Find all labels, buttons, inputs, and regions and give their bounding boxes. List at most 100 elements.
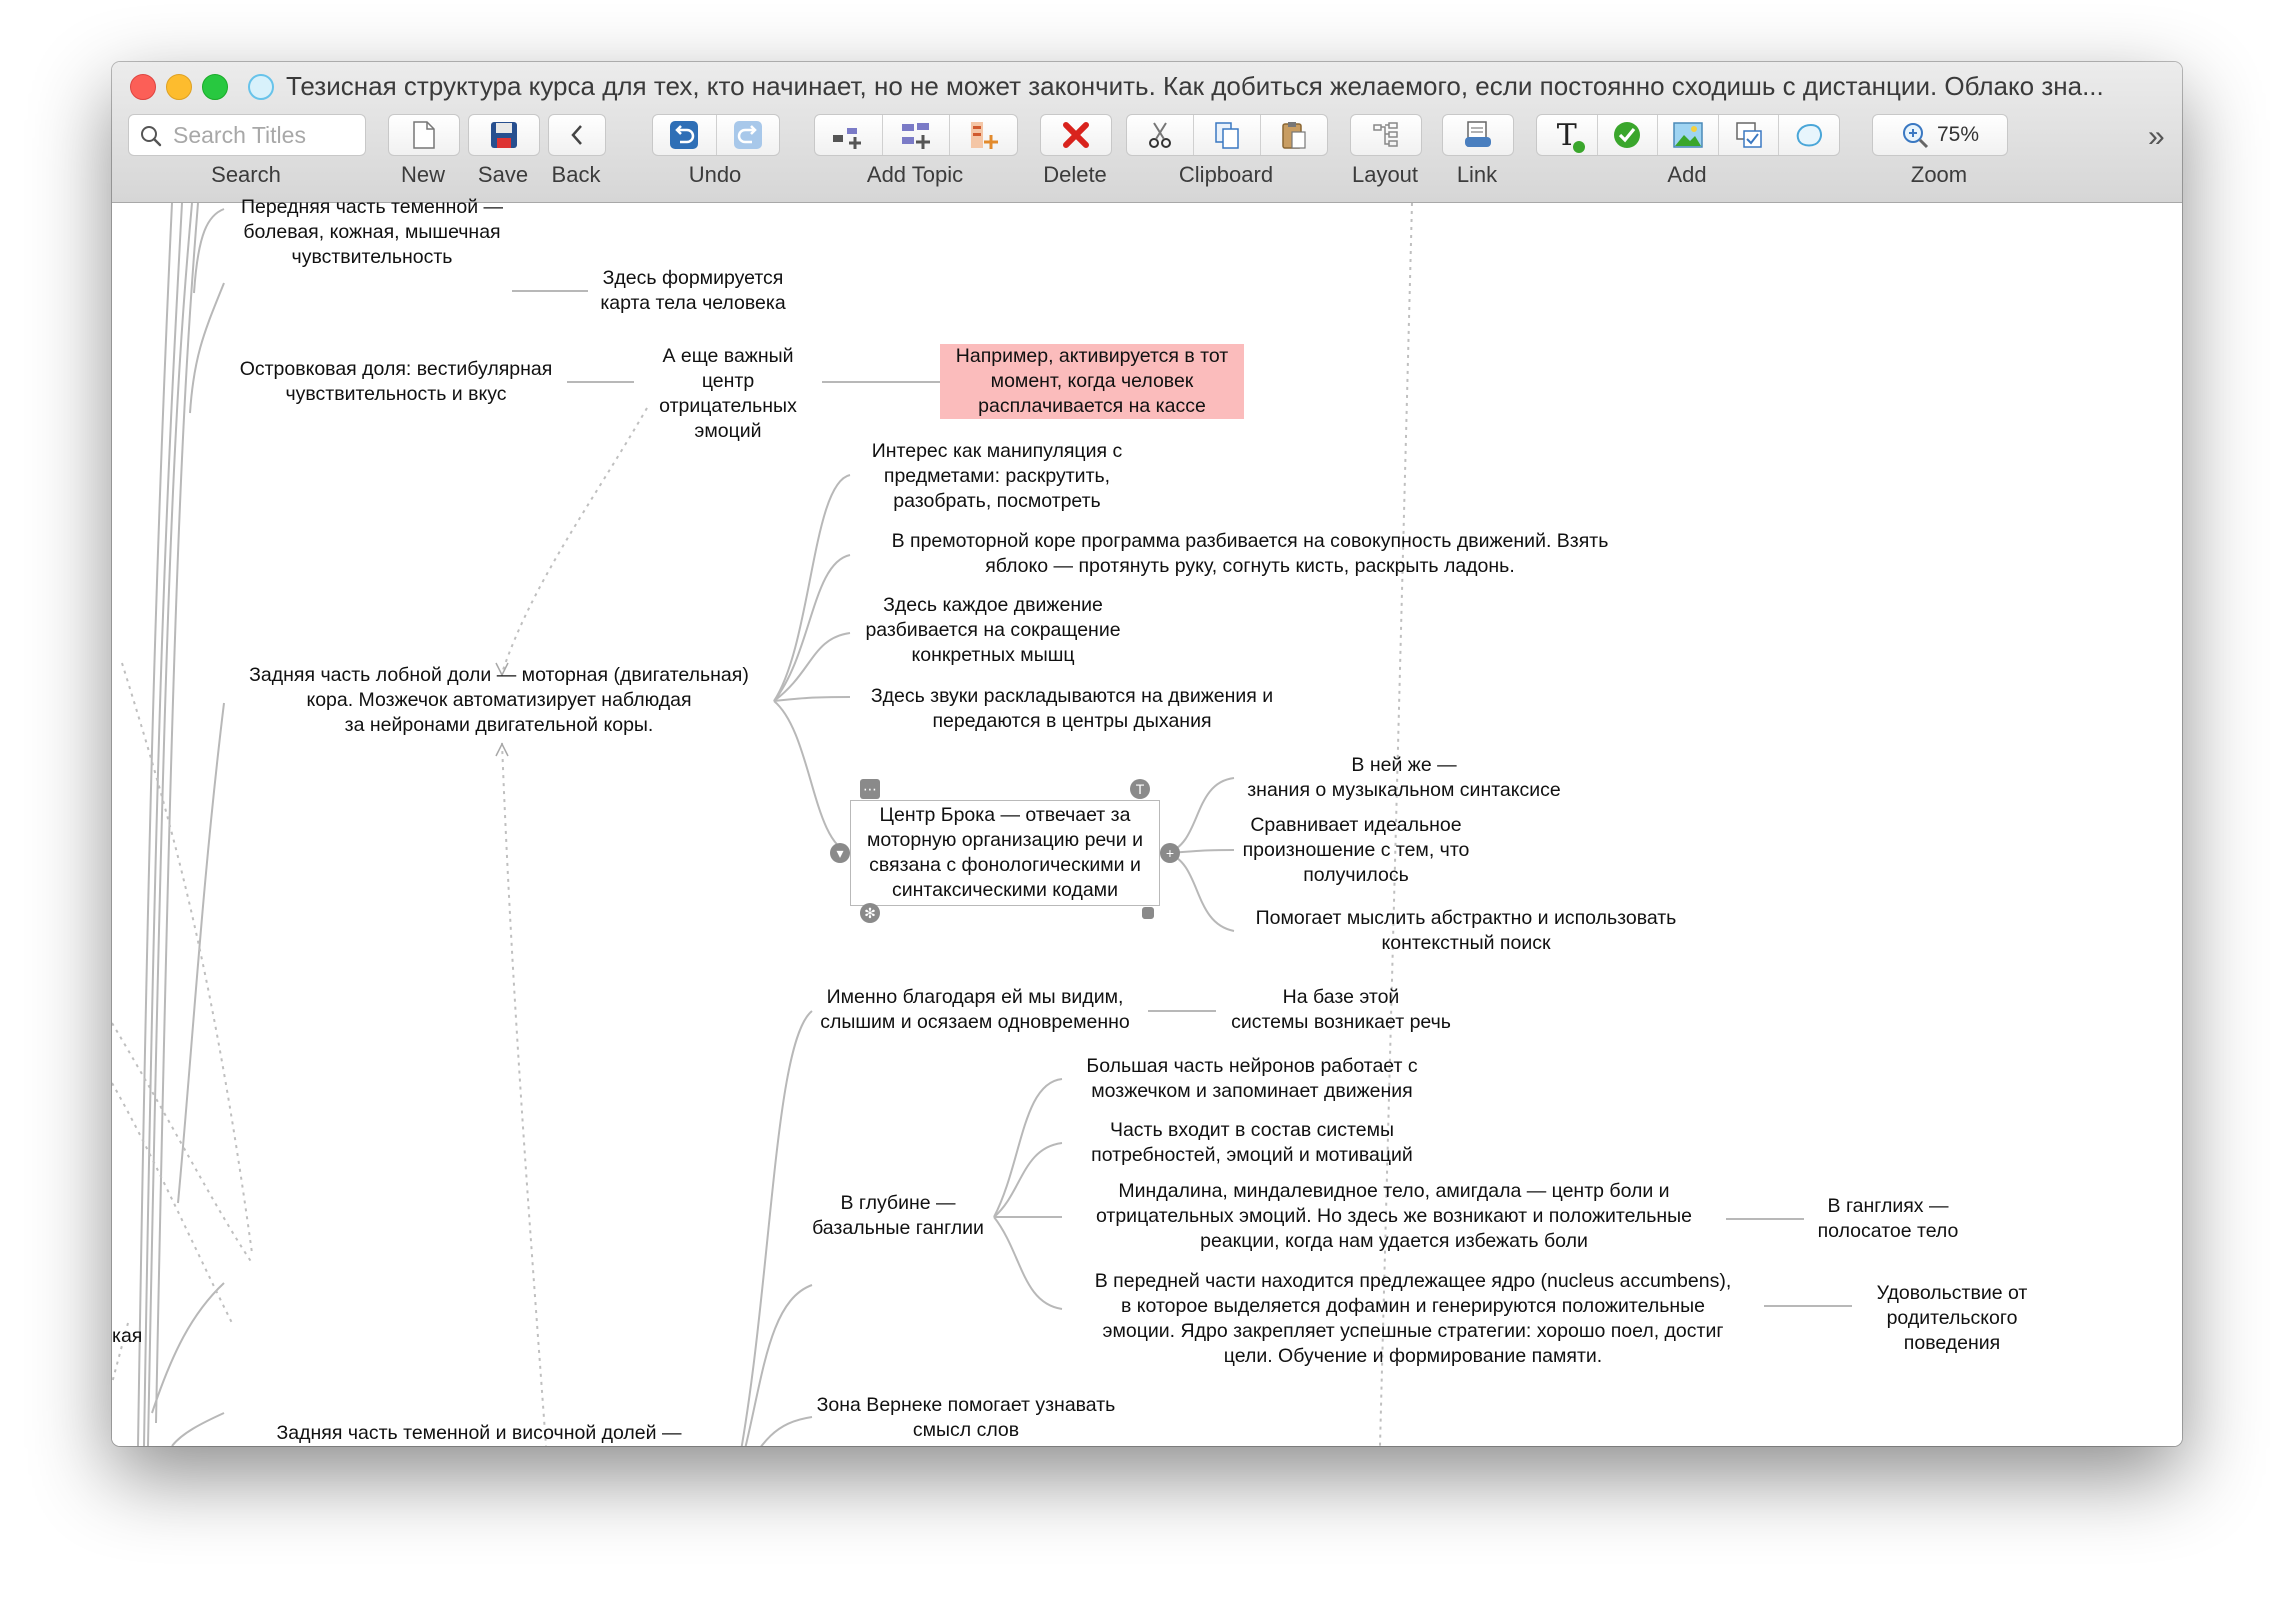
node-resize-handle-icon[interactable] — [1142, 907, 1154, 919]
layout-button[interactable] — [1350, 114, 1422, 156]
close-window-button[interactable] — [130, 74, 156, 100]
node-sounds-breathing[interactable]: Здесь звуки раскладываются на движения и… — [850, 684, 1294, 734]
delete-button[interactable] — [1040, 114, 1112, 156]
add-task-button[interactable] — [1598, 115, 1659, 155]
collapse-triangle-icon[interactable]: ▾ — [830, 843, 850, 863]
node-label: Часть входит в состав системы потребност… — [1091, 1119, 1413, 1166]
toolbar-overflow-chevron-icon[interactable]: » — [2148, 120, 2165, 153]
node-needs-system[interactable]: Часть входит в состав системы потребност… — [1062, 1118, 1442, 1168]
link-label: Link — [1456, 162, 1498, 187]
node-speech-arises[interactable]: На базе этой системы возникает речь — [1216, 985, 1466, 1035]
search-field[interactable] — [128, 114, 366, 156]
node-see-hear-touch[interactable]: Именно благодаря ей мы видим, слышим и о… — [802, 985, 1148, 1035]
add-child-topic-icon — [902, 123, 930, 149]
node-text-format-icon[interactable]: T — [1130, 779, 1150, 799]
mindmap-canvas[interactable]: Передняя часть теменной — болевая, кожна… — [112, 196, 2182, 1446]
node-nucleus-accumbens[interactable]: В передней части находится предлежащее я… — [1062, 1269, 1764, 1369]
node-cerebellum-neurons[interactable]: Большая часть нейронов работает с мозжеч… — [1062, 1054, 1442, 1104]
undo-button[interactable] — [653, 115, 717, 155]
node-body-map[interactable]: Здесь формируется карта тела человека — [588, 266, 798, 316]
zoom-control[interactable]: 75% — [1872, 114, 2008, 156]
node-parietal-temporal[interactable]: Задняя часть теменной и височной долей —… — [224, 1421, 734, 1446]
add-sibling-topic-button[interactable] — [815, 115, 883, 155]
node-gear-icon[interactable]: ✻ — [860, 903, 880, 923]
node-label: Здесь каждое движение разбивается на сок… — [865, 594, 1121, 666]
node-interest-manipulation[interactable]: Интерес как манипуляция с предметами: ра… — [850, 439, 1144, 514]
copy-button[interactable] — [1194, 115, 1261, 155]
back-label: Back — [551, 162, 601, 187]
save-label: Save — [477, 162, 529, 187]
node-label: Центр Брока — отвечает за моторную орган… — [867, 804, 1143, 901]
node-muscle-contraction[interactable]: Здесь каждое движение разбивается на сок… — [850, 593, 1136, 668]
add-text-button[interactable]: T — [1537, 115, 1598, 155]
save-button[interactable] — [468, 114, 540, 156]
new-label: New — [400, 162, 445, 187]
add-topic-label: Add Topic — [866, 162, 964, 187]
node-label: Сравнивает идеальное произношение с тем,… — [1242, 814, 1470, 886]
zoom-label: Zoom — [1910, 162, 1968, 187]
node-label: Здесь формируется карта тела человека — [600, 267, 786, 314]
node-broca[interactable]: Центр Брока — отвечает за моторную орган… — [850, 800, 1160, 906]
node-parental-approval[interactable]: Удовольствие от родительского поведения — [1852, 1281, 2052, 1356]
add-label: Add — [1667, 162, 1707, 187]
paste-button[interactable] — [1261, 115, 1327, 155]
node-insular[interactable]: Островковая доля: вестибулярная чувствит… — [224, 357, 568, 407]
node-example-checkout[interactable]: Например, активируется в тот момент, ког… — [940, 344, 1244, 419]
document-icon — [248, 74, 274, 100]
link-document-icon — [1465, 121, 1491, 147]
search-input[interactable] — [171, 119, 361, 151]
undo-label: Undo — [688, 162, 742, 187]
node-notes-icon[interactable]: ⋯ — [860, 779, 880, 799]
node-striatum[interactable]: В ганглиях — полосатое тело — [1804, 1194, 1972, 1244]
add-topic-group — [814, 114, 1018, 156]
back-button[interactable] — [548, 114, 606, 156]
new-button[interactable] — [388, 114, 460, 156]
add-sibling-topic-icon — [833, 128, 862, 149]
redo-button[interactable] — [717, 115, 780, 155]
node-emotions-center[interactable]: А еще важный центр отрицательных эмоций — [634, 344, 822, 444]
node-music-syntax[interactable]: В ней же — знания о музыкальном синтакси… — [1234, 753, 1574, 803]
undo-redo-group — [652, 114, 780, 156]
node-label: Здесь звуки раскладываются на движения и… — [870, 685, 1274, 732]
node-frontal-motor[interactable]: Задняя часть лобной доли — моторная (дви… — [224, 663, 774, 738]
node-compare-pronunciation[interactable]: Сравнивает идеальное произношение с тем,… — [1234, 813, 1478, 888]
cut-button[interactable] — [1127, 115, 1194, 155]
node-premotor[interactable]: В премоторной коре программа разбивается… — [850, 529, 1650, 579]
titlebar-toolbar: Тезисная структура курса для тех, кто на… — [112, 62, 2182, 203]
node-label: Именно благодаря ей мы видим, слышим и о… — [820, 986, 1130, 1033]
node-root-fragment[interactable]: кая — [112, 1324, 142, 1349]
search-label: Search — [211, 162, 281, 187]
node-label: В ней же — знания о музыкальном синтакси… — [1247, 754, 1561, 801]
node-label: Интерес как манипуляция с предметами: ра… — [871, 440, 1123, 512]
window-title: Тезисная структура курса для тех, кто на… — [286, 71, 2104, 101]
link-button[interactable] — [1442, 114, 1514, 156]
node-amygdala[interactable]: Миндалина, миндалевидное тело, амигдала … — [1062, 1179, 1726, 1254]
delete-x-icon — [1063, 122, 1089, 148]
scissors-icon — [1149, 122, 1171, 148]
node-label: Удовольствие от родительского поведения — [1876, 1282, 2028, 1354]
add-image-button[interactable] — [1658, 115, 1719, 155]
node-wernicke[interactable]: Зона Вернеке помогает узнавать смысл сло… — [802, 1393, 1130, 1443]
add-boundary-button[interactable] — [1779, 115, 1839, 155]
node-label: В ганглиях — полосатое тело — [1817, 1195, 1959, 1242]
node-label: Зона Вернеке помогает узнавать смысл сло… — [816, 1394, 1116, 1441]
node-label: Задняя часть теменной и височной долей —… — [276, 1422, 682, 1444]
add-child-plus-icon[interactable]: + — [1160, 843, 1180, 863]
node-basal-ganglia[interactable]: В глубине — базальные ганглии — [802, 1191, 994, 1241]
zoom-window-button[interactable] — [202, 74, 228, 100]
node-label: Большая часть нейронов работает с мозжеч… — [1086, 1055, 1418, 1102]
add-relationship-button[interactable] — [1719, 115, 1780, 155]
add-plus-badge-icon — [1572, 140, 1585, 153]
add-callout-topic-button[interactable] — [950, 115, 1017, 155]
text-tool-glyph: T — [1556, 117, 1577, 153]
node-parietal-front[interactable]: Передняя часть теменной — болевая, кожна… — [224, 195, 520, 270]
node-abstract-thinking[interactable]: Помогает мыслить абстрактно и использова… — [1234, 906, 1698, 956]
node-label: В глубине — базальные ганглии — [812, 1192, 984, 1239]
node-label: Задняя часть лобной доли — моторная (дви… — [249, 664, 749, 736]
node-label: На базе этой системы возникает речь — [1231, 986, 1451, 1033]
node-label: В премоторной коре программа разбивается… — [891, 530, 1609, 577]
minimize-window-button[interactable] — [166, 74, 192, 100]
checkmark-icon — [1614, 122, 1641, 148]
add-child-topic-button[interactable] — [883, 115, 951, 155]
copy-icon — [1215, 122, 1239, 149]
